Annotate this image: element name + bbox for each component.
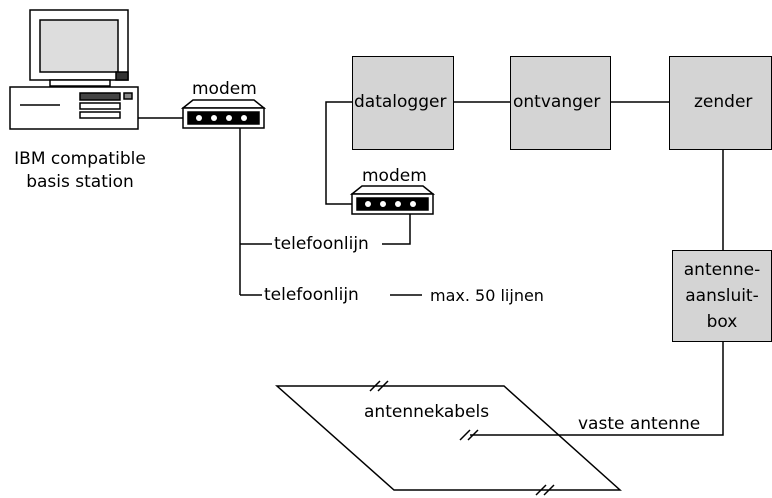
antenna-cables-label: antennekabels xyxy=(364,402,489,422)
connection-lines xyxy=(138,102,723,435)
phone-line-2-label: telefoonlijn xyxy=(264,285,359,305)
computer-label-line2: basis station xyxy=(0,172,160,192)
antenna-box-label-line1: antenne- xyxy=(672,259,772,281)
modem-bottom-icon xyxy=(352,186,433,214)
phone-line-1-label: telefoonlijn xyxy=(274,234,369,254)
antenna-cable-field xyxy=(277,381,620,495)
ontvanger-label: ontvanger xyxy=(513,91,600,113)
modem-top-label: modem xyxy=(192,79,257,99)
computer-icon xyxy=(10,10,138,129)
antenna-box-label-line3: box xyxy=(672,311,772,333)
modem-top-icon xyxy=(183,100,264,128)
zender-label: zender xyxy=(694,91,752,113)
computer-label-line1: IBM compatible xyxy=(0,149,160,169)
datalogger-label: datalogger xyxy=(354,91,446,113)
max-lines-note: max. 50 lijnen xyxy=(430,286,544,306)
modem-bottom-label: modem xyxy=(362,166,427,186)
antenna-box-label-line2: aansluit- xyxy=(672,285,772,307)
fixed-antenna-label: vaste antenne xyxy=(578,414,700,434)
